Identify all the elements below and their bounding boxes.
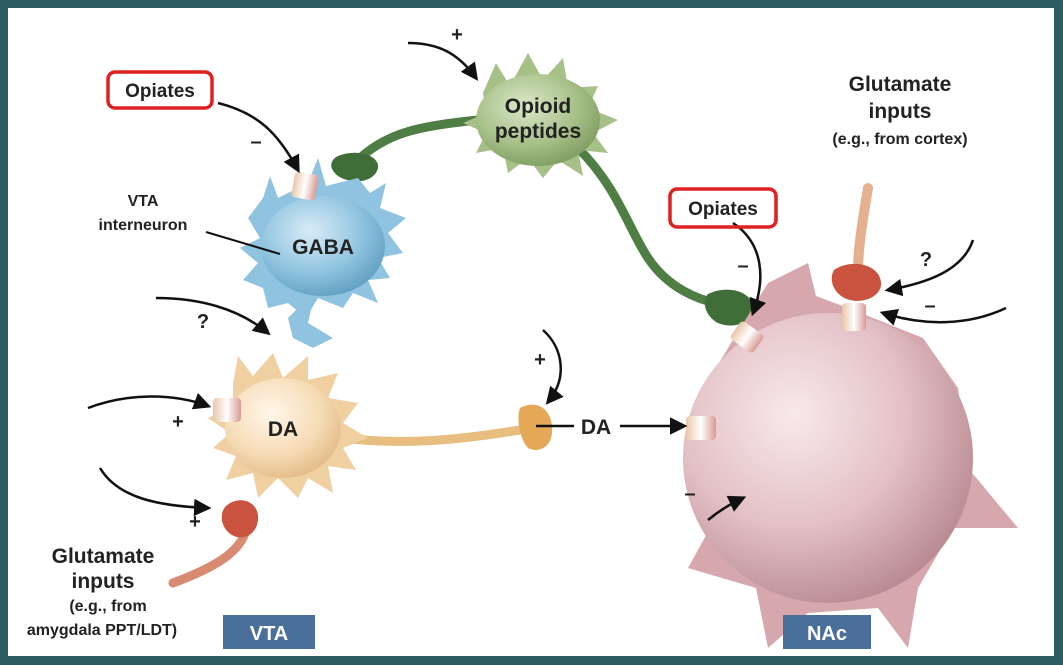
glut-left-label-line4: amygdala PPT/LDT) — [27, 622, 177, 639]
opiates-left-highlight — [106, 70, 214, 110]
gaba-label: GABA — [292, 236, 354, 259]
vta-interneuron-pointer — [205, 231, 281, 255]
glut-left-label-line3: (e.g., from — [69, 598, 146, 615]
glut-left-label-line2: inputs — [72, 570, 135, 593]
glut-right-minus-arrow — [879, 306, 1007, 326]
nac-region-tag: NAc — [783, 615, 871, 649]
diagram-frame: Opiates Opiates Opioid peptides Glutamat… — [8, 8, 1054, 656]
nac-lower-minus-sign: – — [684, 483, 695, 505]
da-release-label: DA — [581, 416, 611, 439]
da-input-upper-arrow — [87, 392, 212, 410]
da-terminal — [518, 404, 553, 450]
opioid-axon — [355, 115, 483, 163]
opioid-label-line1: Opioid — [505, 95, 572, 118]
da-receptor-nac — [686, 416, 716, 440]
da-input-lower-sign: + — [189, 511, 201, 533]
opiates-left-arrow — [217, 101, 300, 174]
vta-interneuron-label-line1: VTA — [128, 193, 159, 210]
glutamate-axon-right — [853, 183, 873, 275]
glutamate-receptor-nac — [842, 303, 866, 331]
da-terminal-input-arrow — [542, 329, 564, 405]
opioid-label-line2: peptides — [495, 120, 581, 143]
da-input-upper-sign: + — [172, 411, 184, 433]
da-input-lower-arrow — [98, 467, 212, 517]
svg-text:NAc: NAc — [807, 623, 847, 645]
gaba-input-arrow — [155, 296, 271, 336]
glutamate-terminal-left — [221, 500, 259, 538]
vta-region-tag: VTA — [223, 615, 315, 649]
da-terminal-input-sign: + — [534, 349, 546, 371]
glutamate-receptor-da — [213, 398, 241, 422]
opioid-input-arrow — [407, 41, 479, 81]
nac-neuron — [683, 263, 1018, 648]
glut-right-label-line3: (e.g., from cortex) — [832, 131, 967, 148]
opiate-receptor-nac — [730, 321, 764, 353]
glut-right-question-sign: ? — [920, 249, 932, 271]
glutamate-terminal-right — [831, 263, 882, 301]
nac-lower-input-arrow — [707, 495, 747, 521]
gaba-input-sign: ? — [197, 311, 209, 333]
opiates-right-highlight — [668, 187, 778, 229]
da-neuron — [208, 353, 368, 498]
glut-right-label-line2: inputs — [869, 100, 932, 123]
opiates-right-arrow — [732, 221, 767, 317]
neural-circuit-diagram: Opiates Opiates Opioid peptides Glutamat… — [27, 24, 1018, 649]
da-cell-label: DA — [268, 418, 298, 441]
opiates-right-label: Opiates — [688, 199, 758, 220]
opioid-neuron — [463, 53, 618, 178]
vta-interneuron-label-line2: interneuron — [99, 217, 188, 234]
glut-left-label-line1: Glutamate — [52, 545, 155, 568]
opiates-left-label: Opiates — [125, 81, 195, 102]
opioid-terminal-nac — [704, 289, 753, 326]
glutamate-axon-left — [168, 525, 251, 588]
glut-right-label-line1: Glutamate — [849, 73, 952, 96]
opioid-axon-to-nac — [573, 143, 725, 309]
glut-right-minus-sign: – — [924, 295, 935, 317]
opiates-left-effect-sign: – — [250, 131, 261, 153]
svg-text:VTA: VTA — [250, 623, 289, 645]
opioid-terminal-gaba — [331, 152, 379, 182]
opiate-receptor-gaba — [291, 171, 319, 201]
opioid-input-sign: + — [451, 24, 463, 46]
gaba-neuron — [240, 158, 406, 348]
glut-right-question-arrow — [884, 239, 975, 297]
opiates-right-effect-sign: – — [737, 255, 748, 277]
